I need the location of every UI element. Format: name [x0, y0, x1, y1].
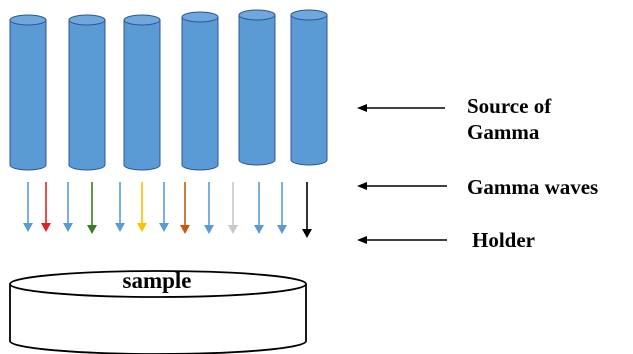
sample-holder-dish [9, 270, 307, 354]
gamma-arrow-head [228, 225, 238, 234]
holder-label: Holder [472, 228, 535, 252]
gamma-source-cylinders [9, 9, 328, 171]
gamma-waves-label: Gamma waves [467, 175, 599, 199]
cylinder-top [68, 14, 106, 26]
cylinder-top [181, 11, 219, 23]
gamma-arrow-4 [87, 182, 97, 234]
gamma-arrow-head [159, 223, 169, 232]
cylinder-top [123, 14, 161, 26]
gamma-arrow-head [254, 225, 264, 234]
gamma-arrow-11 [254, 182, 264, 234]
gamma-arrow-head [115, 223, 125, 232]
cylinder-top [238, 9, 276, 21]
cylinder-body [68, 19, 106, 171]
cylinder-body [181, 16, 219, 171]
pointer-head [357, 104, 367, 112]
pointer-head [357, 236, 367, 244]
cylinder-top [290, 9, 328, 21]
cylinder-2 [68, 14, 106, 171]
gamma-wave-arrows [23, 182, 312, 238]
gamma-arrow-head [23, 223, 33, 232]
cylinder-top [9, 14, 47, 26]
cylinder-6 [290, 9, 328, 166]
gamma-arrow-12 [277, 182, 287, 234]
holder-wall [9, 284, 307, 354]
cylinder-5 [238, 9, 276, 166]
cylinder-body [9, 19, 47, 171]
cylinder-body [238, 14, 276, 166]
gamma-arrow-1 [23, 182, 33, 232]
gamma-arrow-6 [137, 182, 147, 232]
pointer-head [357, 182, 367, 190]
cylinder-3 [123, 14, 161, 171]
gamma-waves-pointer-arrow [357, 182, 447, 190]
gamma-arrow-9 [204, 182, 214, 234]
gamma-arrow-7 [159, 182, 169, 232]
source-pointer-arrow [357, 104, 445, 112]
gamma-arrow-head [204, 225, 214, 234]
gamma-arrow-8 [180, 182, 190, 234]
gamma-arrow-head [302, 229, 312, 238]
gamma-arrow-5 [115, 182, 125, 232]
source-label-line2: Gamma [467, 120, 540, 144]
gamma-arrow-2 [41, 182, 51, 232]
gamma-arrow-13 [302, 182, 312, 238]
label-pointer-arrows [357, 104, 447, 244]
cylinder-body [290, 14, 328, 166]
gamma-arrow-head [41, 223, 51, 232]
gamma-arrow-head [180, 225, 190, 234]
gamma-arrow-3 [63, 182, 73, 232]
sample-label: sample [122, 268, 192, 293]
gamma-arrow-head [87, 225, 97, 234]
gamma-arrow-10 [228, 182, 238, 234]
gamma-arrow-head [63, 223, 73, 232]
source-of-gamma-label: Source of Gamma [467, 93, 551, 145]
holder-pointer-arrow [357, 236, 447, 244]
cylinder-body [123, 19, 161, 171]
gamma-arrow-head [277, 225, 287, 234]
gamma-arrow-head [137, 223, 147, 232]
source-label-line1: Source of [467, 94, 552, 118]
holder-rim [9, 270, 307, 298]
cylinder-4 [181, 11, 219, 171]
cylinder-1 [9, 14, 47, 171]
